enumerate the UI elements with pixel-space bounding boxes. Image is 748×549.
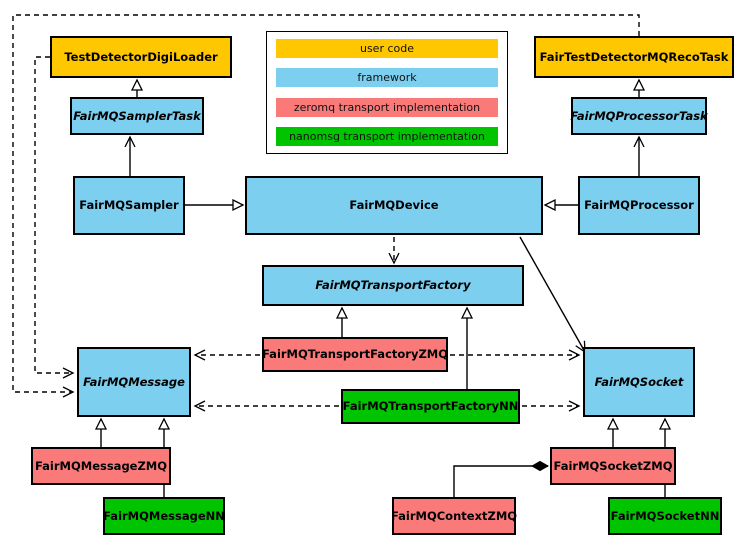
node-label: FairMQDevice (349, 198, 439, 213)
node-testdetectordigiloader[interactable]: TestDetectorDigiLoader (50, 36, 232, 78)
edge-device-to-socket (519, 236, 586, 354)
node-label: FairMQMessageNN (103, 508, 225, 523)
node-fairmqprocessortask[interactable]: FairMQProcessorTask (570, 97, 708, 135)
edge-digiloader-to-message (34, 56, 75, 379)
node-fairmqtransportfactorynn[interactable]: FairMQTransportFactoryNN (341, 389, 520, 424)
legend-item-nanomsg: nanomsg transport implementation (276, 126, 498, 146)
node-label: FairMQMessage (83, 374, 185, 389)
legend-panel: user code framework zeromq transport imp… (266, 31, 508, 154)
node-fairmqmessage[interactable]: FairMQMessage (77, 347, 191, 417)
node-fairmqsocketzmq[interactable]: FairMQSocketZMQ (550, 447, 676, 485)
node-label: TestDetectorDigiLoader (64, 49, 218, 64)
legend-item-framework: framework (276, 68, 498, 88)
legend-label: framework (357, 71, 417, 85)
legend-label: user code (359, 42, 415, 55)
node-label: FairTestDetectorMQRecoTask (539, 49, 729, 64)
node-fairtestdetectormqrecotask[interactable]: FairTestDetectorMQRecoTask (534, 36, 734, 78)
node-label: FairMQSamplerTask (73, 108, 201, 123)
edge-contextzmq-to-socketzmq (453, 466, 548, 497)
node-label: FairMQSocketNN (610, 508, 720, 523)
node-fairmqmessagenn[interactable]: FairMQMessageNN (103, 497, 225, 535)
node-fairmqsocket[interactable]: FairMQSocket (583, 347, 695, 417)
node-label: FairMQTransportFactoryNN (342, 399, 519, 414)
node-fairmqsampler[interactable]: FairMQSampler (73, 176, 185, 235)
node-fairmqdevice[interactable]: FairMQDevice (245, 176, 543, 235)
legend-label: zeromq transport implementation (293, 100, 481, 114)
node-label: FairMQSocketZMQ (553, 458, 673, 473)
node-label: FairMQProcessor (584, 198, 694, 213)
node-fairmqprocessor[interactable]: FairMQProcessor (578, 176, 700, 235)
node-label: FairMQMessageZMQ (34, 458, 168, 473)
legend-item-user-code: user code (276, 39, 498, 58)
node-fairmqtransportfactory[interactable]: FairMQTransportFactory (262, 265, 524, 306)
node-label: FairMQSampler (79, 198, 179, 213)
node-fairmqmessagezmq[interactable]: FairMQMessageZMQ (31, 447, 171, 485)
node-fairmqsamplertask[interactable]: FairMQSamplerTask (70, 97, 204, 135)
legend-label: nanomsg transport implementation (289, 129, 485, 143)
node-label: FairMQTransportFactoryZMQ (262, 347, 449, 362)
edge-recotask-to-message (12, 14, 640, 398)
node-label: FairMQSocket (594, 374, 684, 389)
node-label: FairMQProcessorTask (570, 108, 708, 123)
node-fairmqtransportfactoryzmq[interactable]: FairMQTransportFactoryZMQ (262, 337, 448, 372)
node-label: FairMQTransportFactory (315, 278, 471, 293)
node-fairmqcontextzmq[interactable]: FairMQContextZMQ (390, 497, 518, 535)
node-fairmqsocketnn[interactable]: FairMQSocketNN (608, 497, 722, 535)
node-label: FairMQContextZMQ (390, 508, 518, 523)
legend-item-zeromq: zeromq transport implementation (276, 97, 498, 117)
